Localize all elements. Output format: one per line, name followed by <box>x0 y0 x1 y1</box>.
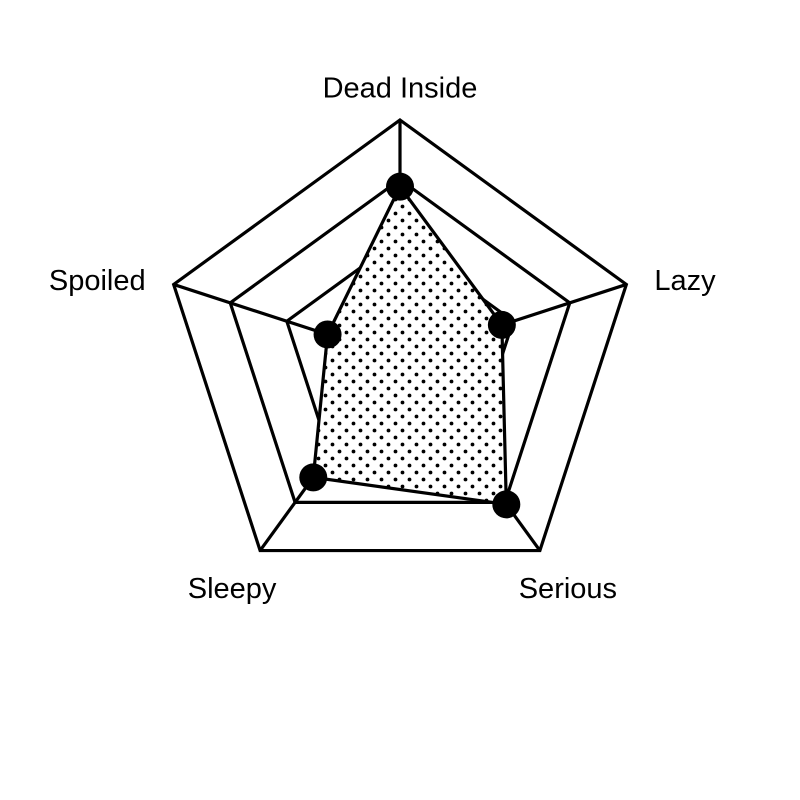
axis-label-sleepy: Sleepy <box>188 573 277 605</box>
data-point-serious <box>492 490 521 519</box>
axis-label-dead-inside: Dead Inside <box>323 73 478 105</box>
data-point-spoiled <box>313 320 342 349</box>
axis-label-serious: Serious <box>519 573 617 605</box>
data-point-sleepy <box>299 463 328 492</box>
axis-label-lazy: Lazy <box>654 265 716 297</box>
data-area-0 <box>311 183 508 507</box>
grid-ring-4 <box>171 118 629 553</box>
data-series <box>299 172 521 519</box>
data-point-lazy <box>487 310 516 339</box>
grid-ring-3 <box>228 177 572 505</box>
axis-label-spoiled: Spoiled <box>49 265 146 297</box>
data-point-dead-inside <box>386 172 414 201</box>
